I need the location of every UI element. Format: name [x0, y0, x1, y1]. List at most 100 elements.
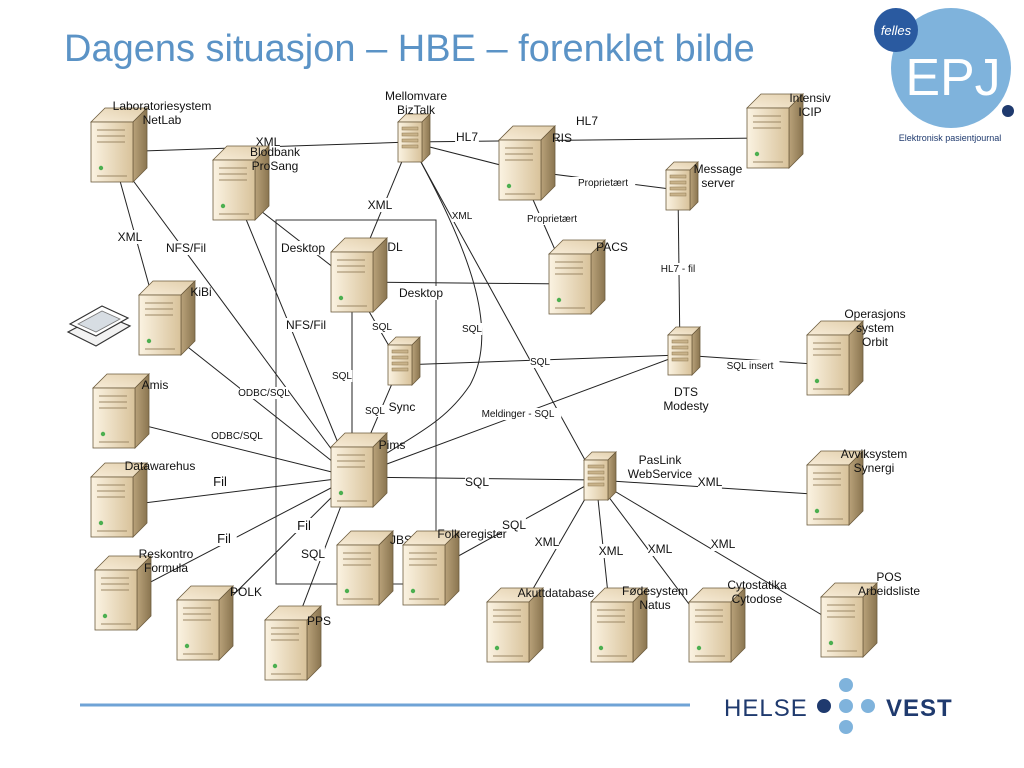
edge-label-msgserver-dts: HL7 - fil — [661, 264, 695, 275]
server-led — [98, 165, 104, 171]
node-label: PPS — [307, 614, 331, 628]
edge-label-bg — [651, 263, 705, 275]
page-title: Dagens situasjon – HBE – forenklet bilde — [64, 28, 755, 70]
tower-bay — [587, 476, 605, 481]
node-pacs: PACS — [548, 239, 628, 315]
node-label: PasLink — [639, 453, 683, 467]
edge-label-bg — [364, 405, 386, 417]
edge-label-folkeregister-paslink: SQL — [502, 518, 526, 532]
edge-label-biztalk-pims: SQL — [462, 324, 482, 335]
helse-text: HELSE — [724, 695, 808, 722]
tower-bay — [401, 126, 419, 131]
edge-label-bg — [291, 518, 317, 533]
node-label: server — [701, 176, 734, 190]
epj-logo-dot — [1002, 105, 1014, 117]
edge-label-bg — [280, 318, 332, 332]
edge-label-polk-pims: Fil — [297, 518, 311, 533]
server-led — [754, 151, 760, 157]
tower-bay — [669, 174, 687, 179]
node-label: Datawarehus — [125, 459, 196, 473]
node-label: POLK — [230, 585, 262, 599]
edge-label-netlab-kibi: XML — [118, 230, 143, 244]
node-label: DL — [387, 240, 403, 254]
edge-label-pims-paslink: SQL — [465, 475, 489, 489]
helse-dot-bottom — [839, 720, 853, 734]
node-label: WebService — [628, 467, 693, 481]
node-amis: Amis — [92, 373, 169, 449]
edge-datawarehus-pims — [111, 476, 353, 508]
server-front — [820, 596, 864, 658]
tower-bay — [391, 355, 409, 360]
edge-label-bg — [368, 198, 392, 212]
edge-label-bg — [474, 408, 562, 420]
node-label: Blodbank — [250, 145, 301, 159]
helse-dot-center — [839, 699, 853, 713]
edge-label-bg — [648, 542, 672, 556]
edge-paslink-pos — [595, 479, 843, 628]
server-front — [90, 121, 134, 183]
edge-netlab-pims — [111, 151, 353, 478]
edge-label-dl-pims: SQL — [332, 371, 352, 382]
node-label: POS — [876, 570, 901, 584]
node-label: Fødesystem — [622, 584, 688, 598]
node-label: Akuttdatabase — [518, 586, 595, 600]
node-label: Arbeidsliste — [858, 584, 920, 598]
edge-label-bg — [720, 360, 780, 372]
tower-bay — [671, 339, 689, 344]
edge-label-bg — [256, 135, 280, 149]
edge-label-bg — [698, 475, 722, 489]
node-label: DTS — [674, 385, 698, 399]
server-led — [146, 338, 152, 344]
node-scanner — [66, 305, 132, 347]
node-label: RIS — [552, 131, 572, 145]
tower-bay — [671, 351, 689, 356]
edge-label-bg — [240, 387, 288, 399]
node-label: Amis — [142, 378, 169, 392]
server-led — [272, 663, 278, 669]
server-front — [486, 601, 530, 663]
edge-label-biztalk-dl: XML — [368, 198, 393, 212]
server-front — [746, 107, 790, 169]
server-front — [92, 387, 136, 449]
helse-vest-logo: HELSE VEST — [724, 678, 952, 734]
tower-bay — [669, 192, 687, 197]
edge-label-bg — [160, 241, 212, 255]
tower-side — [607, 451, 617, 501]
edge-label-bg — [502, 518, 526, 532]
server-front — [330, 446, 374, 508]
edge-label-bg — [461, 323, 483, 335]
node-label: Cytostatika — [727, 578, 787, 592]
tower-bay — [401, 132, 419, 137]
tower-bay — [671, 357, 689, 362]
edge-label-amis-pims: ODBC/SQL — [211, 431, 263, 442]
edge-label-bg — [213, 430, 261, 442]
edge-label-bg — [211, 531, 237, 546]
edge-label-bg — [207, 474, 233, 489]
edge-label-prosang-pims: NFS/Fil — [286, 318, 326, 332]
epj-logo-small-text: felles — [881, 23, 912, 38]
node-label: BizTalk — [397, 103, 436, 117]
node-kibi: KiBi — [138, 280, 212, 356]
scanner-glass — [77, 310, 121, 333]
tower-bay — [401, 144, 419, 149]
node-label: Orbit — [862, 335, 889, 349]
tower-bay — [391, 361, 409, 366]
helse-dot-right — [861, 699, 875, 713]
epj-logo-circle — [891, 8, 1011, 128]
edge-label-bg — [575, 114, 599, 128]
node-label: Folkeregister — [437, 527, 506, 541]
edge-biztalk-pims — [351, 141, 483, 478]
edge-label-bg — [529, 356, 551, 368]
edge-label-bg — [301, 547, 325, 561]
server-front — [336, 544, 380, 606]
server-led — [814, 378, 820, 384]
tower-bay — [669, 186, 687, 191]
server-front — [806, 464, 850, 526]
